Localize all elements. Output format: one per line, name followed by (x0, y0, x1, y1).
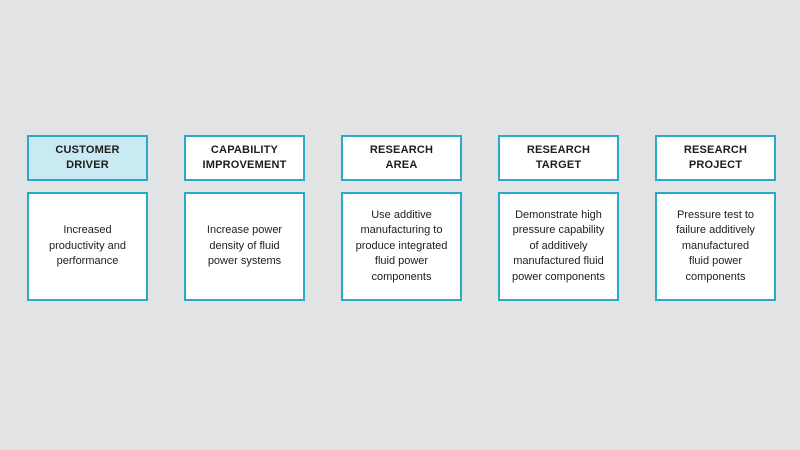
body-box-capability-improvement: Increase power density of fluid power sy… (184, 192, 305, 301)
header-box-customer-driver: CUSTOMER DRIVER (27, 135, 148, 181)
header-box-research-area: RESEARCH AREA (341, 135, 462, 181)
body-box-research-area: Use additive manufacturing to produce in… (341, 192, 462, 301)
header-box-capability-improvement: CAPABILITY IMPROVEMENT (184, 135, 305, 181)
body-box-research-project: Pressure test to failure additively manu… (655, 192, 776, 301)
header-box-research-project: RESEARCH PROJECT (655, 135, 776, 181)
body-box-research-target: Demonstrate high pressure capability of … (498, 192, 619, 301)
column-research-project: RESEARCH PROJECT Pressure test to failur… (655, 135, 776, 301)
body-box-customer-driver: Increased productivity and performance (27, 192, 148, 301)
research-flow-diagram: CUSTOMER DRIVER Increased productivity a… (27, 135, 776, 301)
column-customer-driver: CUSTOMER DRIVER Increased productivity a… (27, 135, 148, 301)
column-research-target: RESEARCH TARGET Demonstrate high pressur… (498, 135, 619, 301)
column-research-area: RESEARCH AREA Use additive manufacturing… (341, 135, 462, 301)
column-capability-improvement: CAPABILITY IMPROVEMENT Increase power de… (184, 135, 305, 301)
header-box-research-target: RESEARCH TARGET (498, 135, 619, 181)
